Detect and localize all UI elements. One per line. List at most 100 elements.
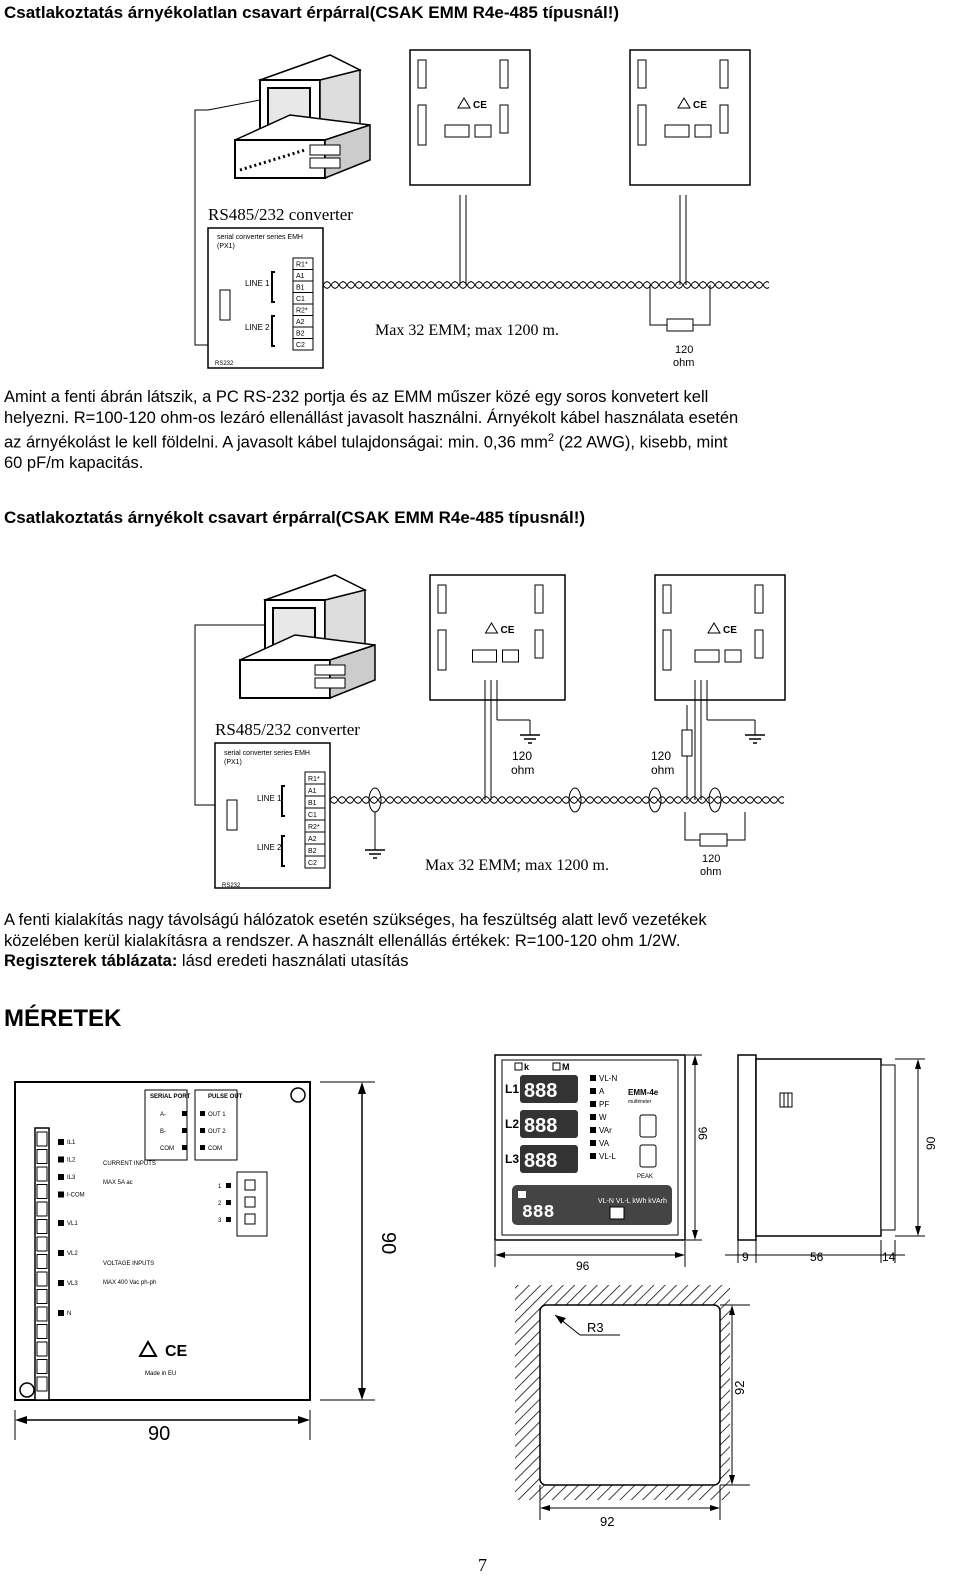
unit-label: VL-N <box>599 1074 617 1083</box>
digit-text: 888 <box>524 1115 557 1137</box>
unshielded-wiring-diagram: RS485/232 converter serial converter ser… <box>194 49 770 369</box>
row-label: L2 <box>505 1117 519 1131</box>
voltage-max: MAX 400 Vac ph-ph <box>103 1280 156 1286</box>
radius-label: R3 <box>587 1320 604 1335</box>
line2-label: LINE 2 <box>257 843 282 852</box>
voltage-title: VOLTAGE INPUTS <box>103 1261 154 1267</box>
resistor1-value: 120 <box>512 749 532 763</box>
pin-label: VL2 <box>67 1251 78 1257</box>
terminal-label: B1 <box>296 285 305 292</box>
resistor3-value: 120 <box>702 853 720 865</box>
pin-label: IL3 <box>67 1175 76 1181</box>
terminal-slot <box>36 1376 48 1392</box>
terminal-slot <box>36 1271 48 1287</box>
pin-marker <box>58 1156 64 1163</box>
pc-icon <box>234 54 371 180</box>
page-number: 7 <box>478 1555 487 1575</box>
pin-marker <box>58 1174 64 1180</box>
digit-display <box>520 1110 578 1138</box>
rs232-label: RS232 <box>215 361 234 367</box>
dip-switch-position[interactable] <box>244 1213 256 1225</box>
section1-title: Csatlakoztatás árnyékolatlan csavart érp… <box>4 3 620 22</box>
registers-line: Regiszterek táblázata: lásd eredeti hasz… <box>4 951 959 972</box>
terminal-slot <box>36 1324 48 1339</box>
port-label: OUT 1 <box>208 1112 226 1118</box>
pin-marker <box>58 1139 64 1145</box>
paragraph-line: az árnyékolást le kell földelni. A javas… <box>4 432 728 452</box>
resistor-value: 120 <box>675 344 693 356</box>
terminal-slot <box>36 1201 48 1217</box>
port-pin <box>182 1145 187 1150</box>
port-pin <box>200 1145 205 1150</box>
ground-symbol <box>365 812 385 859</box>
terminal-slot <box>36 1149 48 1164</box>
resistor2-value: 120 <box>651 749 671 763</box>
side-view-drawing: 90 9 56 14 <box>725 1054 938 1264</box>
terminal-slot <box>36 1254 48 1269</box>
paragraph-line: Amint a fenti ábrán látszik, a PC RS-232… <box>4 388 709 406</box>
resistor3-unit: ohm <box>700 866 721 878</box>
terminal-label: A1 <box>296 273 305 280</box>
unit-led <box>590 1075 596 1081</box>
port-label: COM <box>160 1146 174 1152</box>
terminal-label: R2* <box>308 824 320 831</box>
digit-display <box>520 1145 578 1173</box>
digit-text: 888 <box>524 1150 557 1172</box>
ce-mark-icon: CE <box>723 625 737 636</box>
resistor1-unit: ohm <box>511 763 534 777</box>
terminal-label: A2 <box>296 319 305 326</box>
mode-button[interactable] <box>639 1114 657 1138</box>
side-dim-label: 56 <box>810 1250 824 1264</box>
peak-label: PEAK <box>637 1174 653 1180</box>
terminal-label: C1 <box>296 296 305 303</box>
termination-resistor <box>666 318 694 332</box>
brand-sub: multimeter <box>628 1099 652 1105</box>
unit-label: W <box>599 1113 607 1122</box>
row-label: L3 <box>505 1152 519 1166</box>
pin-marker <box>58 1220 64 1226</box>
peak-button[interactable] <box>639 1144 657 1168</box>
pin-marker <box>58 1250 64 1256</box>
shielded-wiring-diagram: RS485/232 converter serial converter ser… <box>194 574 786 889</box>
dip-switch-position[interactable] <box>244 1196 256 1208</box>
pin-label: VL1 <box>67 1221 78 1227</box>
terminal-slot <box>36 1131 48 1147</box>
side-height-label: 90 <box>924 1136 938 1150</box>
row-label: L1 <box>505 1082 519 1096</box>
cutout-height-label: 92 <box>732 1381 747 1395</box>
converter-model: serial converter series EMH <box>224 750 310 757</box>
converter-terminal <box>292 338 314 351</box>
paragraph-line: közelében kerül kialakításra a rendszer.… <box>4 931 681 950</box>
terminal-label: B2 <box>296 331 305 338</box>
terminal-slot <box>36 1359 48 1374</box>
port-pin <box>200 1128 205 1133</box>
unit-led <box>590 1101 596 1107</box>
twisted-pair-cable <box>322 280 770 290</box>
port-label: A- <box>160 1112 166 1118</box>
digit-text: 888 <box>524 1080 557 1102</box>
terminal-slot <box>36 1306 48 1322</box>
emm-meter <box>629 49 751 186</box>
terminal-slot <box>36 1289 48 1304</box>
rs232-label: RS232 <box>222 883 241 889</box>
emm-meter <box>654 574 786 701</box>
terminal-label: C2 <box>296 342 305 349</box>
unit-label: VAr <box>599 1126 612 1135</box>
pin-label: IL1 <box>67 1140 76 1146</box>
dip-switch-position[interactable] <box>244 1179 256 1191</box>
terminal-label: C2 <box>308 860 317 867</box>
converter-model2: (PX1) <box>217 243 235 250</box>
warning-icon <box>707 622 721 634</box>
warning-icon <box>457 97 471 109</box>
ground-symbol <box>520 720 540 744</box>
pin-label: VL3 <box>67 1281 78 1287</box>
dimensions-title: MÉRETEK <box>4 1005 122 1032</box>
current-title: CURRENT INPUTS <box>103 1161 156 1167</box>
pin-label: IL2 <box>67 1158 76 1164</box>
rear-width-label: 90 <box>148 1423 170 1445</box>
screw-hole <box>290 1087 306 1103</box>
section1-paragraph: Amint a fenti ábrán látszik, a PC RS-232… <box>4 387 959 474</box>
rear-height-label: 90 <box>377 1232 399 1254</box>
m-label: M <box>562 1062 570 1072</box>
unit-led <box>590 1140 596 1146</box>
